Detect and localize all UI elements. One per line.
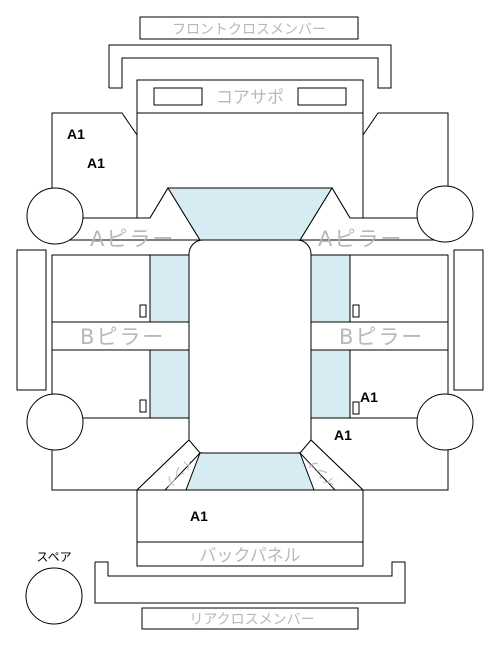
door-handle-rear-right bbox=[352, 401, 360, 415]
back-panel-box bbox=[136, 541, 364, 567]
marker-a1: A1 bbox=[67, 126, 85, 142]
spare-label: スペア bbox=[36, 550, 71, 564]
side-step-right bbox=[453, 249, 484, 391]
core-support-left-slot bbox=[153, 87, 203, 106]
tire-rear-right bbox=[416, 393, 474, 451]
b-pillar-right-label: Bピラー bbox=[339, 325, 424, 349]
side-step-left bbox=[16, 249, 47, 391]
front-cross-member-bracket bbox=[108, 44, 392, 89]
tire-front-right bbox=[416, 185, 474, 243]
trunk-lid bbox=[136, 489, 364, 543]
door-handle-front-left bbox=[139, 304, 147, 318]
rear-cross-member-box bbox=[141, 607, 359, 630]
b-pillar-left-label: Bピラー bbox=[80, 325, 165, 349]
core-support-box bbox=[136, 79, 364, 114]
back-panel-label: バックパネル bbox=[199, 546, 300, 566]
rear-cross-member-label: リアクロスメンバー bbox=[189, 612, 314, 628]
b-pillar-right-band bbox=[310, 321, 449, 351]
a-pillar-left-label: Aピラー bbox=[90, 227, 175, 251]
rear-cross-member-bracket bbox=[94, 561, 406, 604]
rear-window bbox=[185, 452, 315, 491]
door-handle-front-right bbox=[352, 304, 360, 318]
marker-a1: A1 bbox=[360, 389, 378, 405]
spare-tire bbox=[25, 567, 83, 625]
marker-a1: A1 bbox=[87, 155, 105, 171]
tire-front-left bbox=[26, 187, 84, 245]
tire-rear-left bbox=[26, 393, 84, 451]
roof bbox=[188, 239, 312, 454]
core-support-label: コアサポ bbox=[216, 88, 284, 108]
a-pillar-right-label: Aピラー bbox=[318, 227, 403, 251]
door-handle-rear-left bbox=[139, 399, 147, 413]
marker-a1: A1 bbox=[334, 427, 352, 443]
rear-window-right bbox=[310, 349, 351, 419]
front-window-right bbox=[310, 254, 351, 323]
rear-window-left bbox=[149, 349, 190, 419]
front-cross-member-box bbox=[139, 16, 359, 40]
core-support-right-slot bbox=[297, 87, 347, 106]
front-window-left bbox=[149, 254, 190, 323]
front-cross-member-label: フロントクロスメンバー bbox=[172, 22, 326, 38]
marker-a1: A1 bbox=[190, 508, 208, 524]
